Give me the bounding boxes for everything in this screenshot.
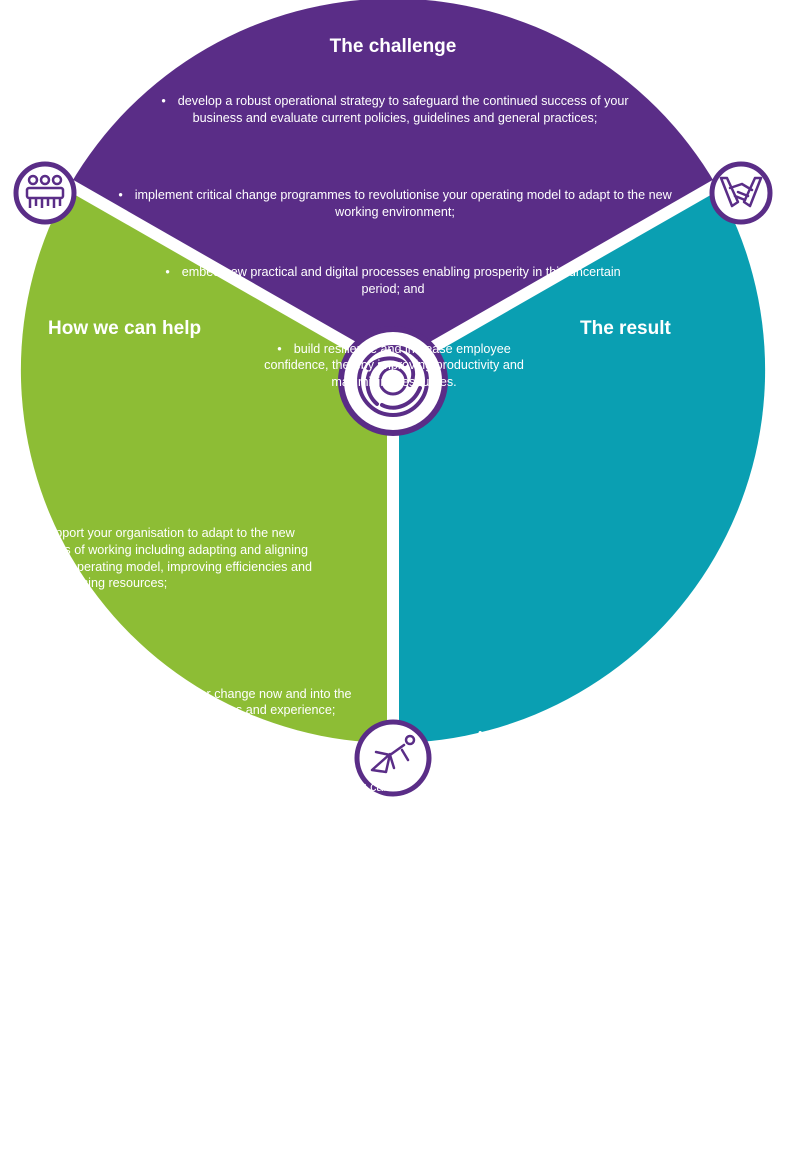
help-item-2: prepare your organisation for change now… (27, 686, 363, 719)
challenge-title: The challenge (329, 36, 457, 57)
handshake-icon (709, 161, 773, 225)
help-title: How we can help (48, 318, 202, 339)
result-item-4: cultural transformation through communic… (410, 947, 782, 980)
result-item-3: maximum utilisation of resources includi… (412, 868, 784, 901)
help-item-4: help your organisation set itself up for… (63, 857, 365, 890)
help-item-3: provide best practice knowledge and expe… (45, 779, 397, 812)
logo-swirl-icon (338, 326, 448, 436)
result-segment (393, 185, 766, 743)
help-item-5: assist your leaders with decision making… (110, 953, 382, 986)
team-icon (13, 161, 77, 225)
help-segment (20, 185, 393, 743)
challenge-item-4: •build resilience and increase employee … (264, 341, 524, 389)
challenge-item-2: •implement critical change programmes to… (118, 188, 672, 219)
result-item-5: a workforce familiar with online learnin… (410, 1027, 772, 1060)
result-item-1: a smooth transition for employees back t… (478, 725, 786, 742)
challenge-item-1: •develop a robust operational strategy t… (161, 94, 629, 125)
result-item-2: new efficiencies enabled by enhanced dig… (476, 787, 778, 820)
challenge-item-3: •embed new practical and digital process… (165, 265, 621, 296)
divider-right (390, 179, 719, 376)
divider-left (67, 179, 396, 376)
result-item-6: business strategy that has been adapted … (410, 1106, 722, 1156)
segmented-wheel (13, 0, 773, 797)
help-item-1: support your organisation to adapt to th… (20, 525, 320, 591)
result-title: The result (580, 318, 671, 339)
